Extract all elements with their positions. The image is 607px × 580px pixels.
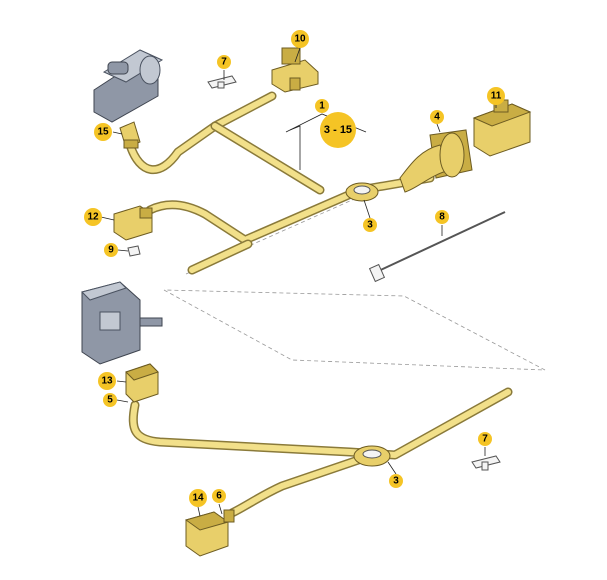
connector-12	[113, 205, 153, 241]
callout-11-label: 11	[491, 91, 502, 102]
callout-3-lower-label: 3	[393, 476, 399, 487]
connector-15	[119, 121, 141, 149]
callout-15-label: 15	[97, 127, 109, 138]
callout-14-label: 14	[192, 493, 204, 504]
callout-11: 11	[487, 87, 505, 105]
upper-harness-wires	[125, 91, 435, 275]
callout-10-label: 10	[294, 34, 306, 45]
callout-7-lower-label: 7	[482, 434, 488, 445]
window-motor	[93, 49, 164, 123]
callout-6-label: 6	[216, 491, 222, 502]
lower-harness-wires	[128, 387, 513, 518]
grommet-3-lower	[353, 445, 391, 467]
connector-13	[125, 363, 159, 403]
clip-7-lower	[471, 455, 501, 471]
callout-7-upper-label: 7	[221, 57, 227, 68]
callout-14: 14	[189, 489, 207, 507]
tie-strap-8	[368, 211, 506, 283]
callout-3-upper-label: 3	[367, 220, 373, 231]
connector-10	[271, 47, 319, 93]
callout-9: 9	[104, 243, 118, 257]
grommet-3-upper	[345, 182, 379, 202]
callout-1-range: 3 - 15	[320, 112, 356, 148]
callout-12: 12	[84, 208, 102, 226]
callout-15: 15	[94, 123, 112, 141]
callout-5-label: 5	[107, 395, 113, 406]
callout-8: 8	[435, 210, 449, 224]
callout-13-label: 13	[101, 376, 113, 387]
clip-9	[127, 245, 141, 257]
door-lock-unit	[81, 281, 163, 365]
connector-11	[472, 99, 532, 157]
callout-6: 6	[212, 489, 226, 503]
callout-1: 1	[315, 99, 329, 113]
callout-1-label: 1	[319, 101, 325, 112]
callout-3-lower: 3	[389, 474, 403, 488]
callout-7-upper: 7	[217, 55, 231, 69]
connector-14	[184, 509, 235, 557]
callout-8-label: 8	[439, 212, 445, 223]
callout-7-lower: 7	[478, 432, 492, 446]
clip-7-upper	[207, 75, 237, 89]
callout-9-label: 9	[108, 245, 114, 256]
callout-3-upper: 3	[363, 218, 377, 232]
callout-10: 10	[291, 30, 309, 48]
grommet-boot-4	[399, 129, 473, 193]
callout-12-label: 12	[87, 212, 99, 223]
callout-4-label: 4	[434, 112, 440, 123]
callout-13: 13	[98, 372, 116, 390]
callout-4: 4	[430, 110, 444, 124]
callout-5: 5	[103, 393, 117, 407]
callout-1-range-label: 3 - 15	[324, 124, 352, 136]
